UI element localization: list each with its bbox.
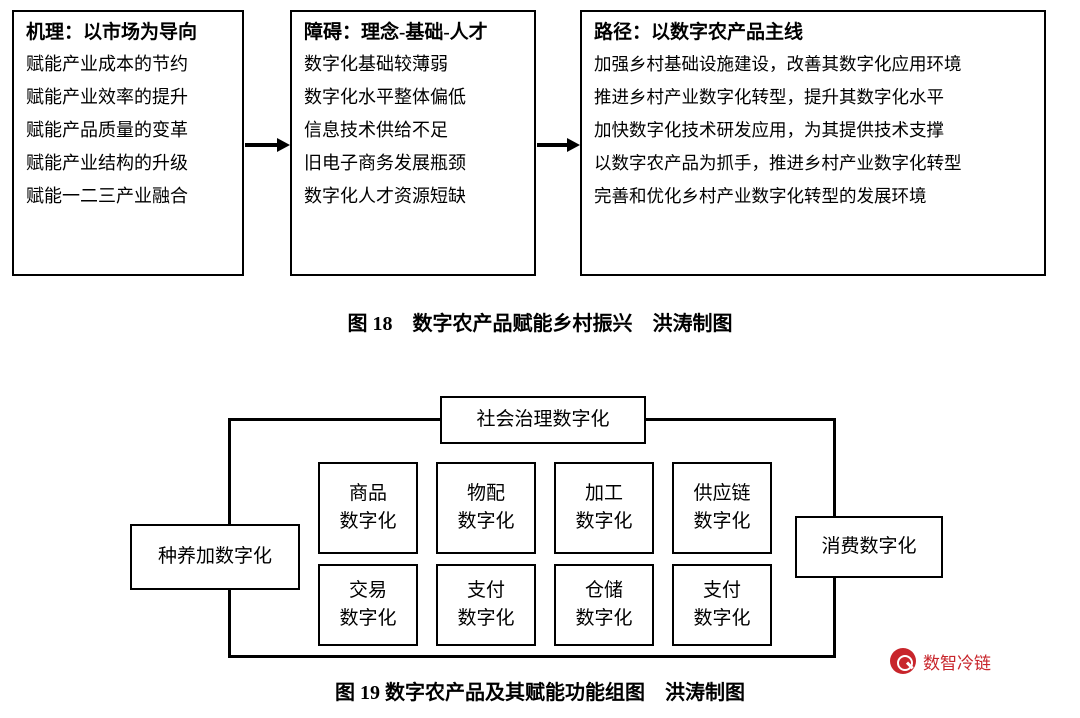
fig18-box-line: 赋能产品质量的变革 (26, 120, 188, 140)
grid-cell: 支付 数字化 (672, 564, 772, 646)
node-social-governance-digitalization: 社会治理数字化 (440, 396, 646, 444)
grid-cell-line1: 支付 (702, 580, 741, 601)
grid-cell-line2: 数字化 (575, 511, 633, 532)
fig18-box-line: 旧电子商务发展瓶颈 (304, 153, 466, 173)
grid-cell: 交易 数字化 (318, 564, 418, 646)
fig18-box-line: 推进乡村产业数字化转型，提升其数字化水平 (594, 87, 944, 107)
grid-cell-line1: 物配 (466, 483, 505, 504)
grid-cell-line2: 数字化 (457, 511, 515, 532)
fig18-box-line: 数字化基础较薄弱 (304, 54, 448, 74)
grid-cell: 加工 数字化 (554, 462, 654, 554)
grid-cell: 支付 数字化 (436, 564, 536, 646)
grid-cell-line2: 数字化 (339, 608, 397, 629)
fig18-box-title: 机理：以市场为导向 (26, 22, 198, 43)
fig18-box-line: 加强乡村基础设施建设，改善其数字化应用环境 (594, 54, 962, 74)
connector-top-right (646, 418, 836, 421)
node-label: 种养加数字化 (157, 546, 272, 567)
fig18-box-line: 以数字农产品为抓手，推进乡村产业数字化转型 (594, 153, 962, 173)
fig18-box-mechanism: 机理：以市场为导向 赋能产业成本的节约 赋能产业效率的提升 赋能产品质量的变革 … (12, 10, 244, 276)
connector-top-left (228, 418, 440, 421)
grid-cell: 仓储 数字化 (554, 564, 654, 646)
grid-cell-line1: 交易 (348, 580, 387, 601)
fig18-box-line: 信息技术供给不足 (304, 120, 448, 140)
fig18-box-line: 赋能产业效率的提升 (26, 87, 188, 107)
watermark: 数智冷链 (890, 648, 991, 674)
grid-cell-line1: 支付 (466, 580, 505, 601)
watermark-label: 数智冷链 (923, 653, 991, 673)
fig18-box-line: 完善和优化乡村产业数字化转型的发展环境 (594, 186, 927, 206)
grid-cell-line2: 数字化 (693, 608, 751, 629)
grid-cell-line1: 加工 (584, 483, 623, 504)
figure-18-caption: 图 18 数字农产品赋能乡村振兴 洪涛制图 (347, 313, 733, 335)
arrow-right-icon (537, 138, 580, 152)
node-consumption-digitalization: 消费数字化 (795, 516, 943, 578)
figure-19-caption: 图 19 数字农产品及其赋能功能组图 洪涛制图 (335, 682, 745, 704)
node-farming-processing-digitalization: 种养加数字化 (130, 524, 300, 590)
fig18-box-line: 数字化人才资源短缺 (304, 186, 466, 206)
fig18-box-line: 赋能产业结构的升级 (26, 153, 188, 173)
magnifier-badge-icon (890, 648, 916, 674)
grid-cell-line2: 数字化 (339, 511, 397, 532)
grid-cell-line2: 数字化 (575, 608, 633, 629)
fig18-box-title: 路径：以数字农产品主线 (594, 22, 804, 43)
grid-cell-line1: 供应链 (693, 483, 751, 504)
grid-cell-line1: 商品 (348, 483, 387, 504)
fig18-box-line: 数字化水平整体偏低 (304, 87, 466, 107)
fig18-box-title: 障碍：理念-基础-人才 (304, 22, 488, 43)
fig18-box-line: 赋能产业成本的节约 (26, 54, 188, 74)
node-label: 社会治理数字化 (476, 409, 610, 430)
fig18-box-line: 赋能一二三产业融合 (26, 186, 188, 206)
fig18-box-obstacle: 障碍：理念-基础-人才 数字化基础较薄弱 数字化水平整体偏低 信息技术供给不足 … (290, 10, 536, 276)
arrow-right-icon (245, 138, 290, 152)
grid-cell: 物配 数字化 (436, 462, 536, 554)
grid-cell-line2: 数字化 (457, 608, 515, 629)
grid-cell-line1: 仓储 (584, 580, 623, 601)
grid-cell-line2: 数字化 (693, 511, 751, 532)
node-label: 消费数字化 (821, 536, 917, 557)
grid-cell: 供应链 数字化 (672, 462, 772, 554)
grid-cell: 商品 数字化 (318, 462, 418, 554)
fig18-box-path: 路径：以数字农产品主线 加强乡村基础设施建设，改善其数字化应用环境 推进乡村产业… (580, 10, 1046, 276)
connector-bottom (228, 655, 836, 658)
fig18-box-line: 加快数字化技术研发应用，为其提供技术支撑 (594, 120, 944, 140)
